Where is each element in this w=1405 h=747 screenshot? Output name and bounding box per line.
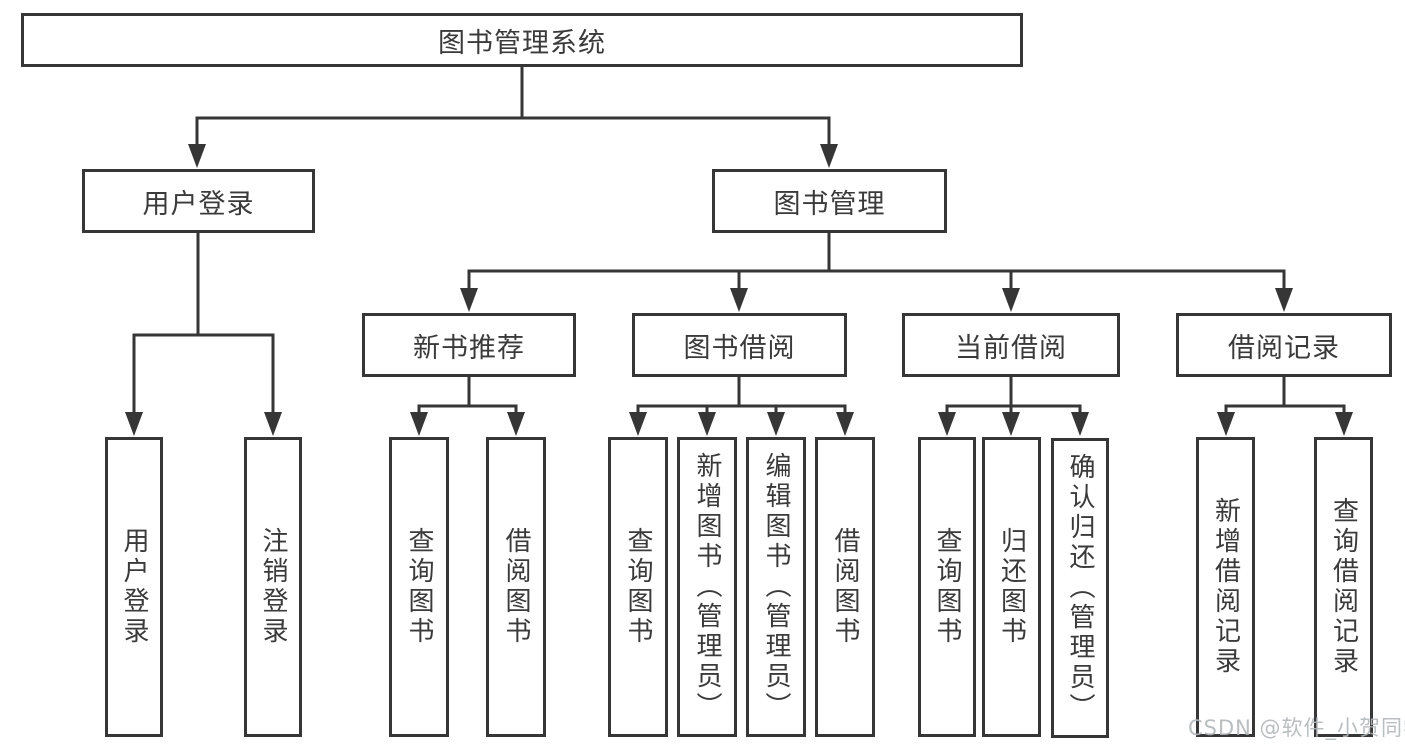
leaf-query-books-current: 查询图书 xyxy=(918,437,976,737)
leaf-edit-books-admin-label: 编辑图书（管理员） xyxy=(761,452,791,722)
node-borrowing-records-label: 借阅记录 xyxy=(1228,332,1340,364)
leaf-borrow-books-borrowing-label: 借阅图书 xyxy=(830,527,860,647)
leaf-return-books: 归还图书 xyxy=(982,437,1041,737)
leaf-query-borrow-record: 查询借阅记录 xyxy=(1314,437,1373,737)
csdn-watermark: CSDN @软件_小贺同学 xyxy=(1188,716,1405,740)
leaf-borrow-books-recommend: 借阅图书 xyxy=(486,437,546,737)
leaf-logout: 注销登录 xyxy=(244,437,302,737)
leaf-borrow-books-borrowing: 借阅图书 xyxy=(815,437,875,737)
node-user-login-label: 用户登录 xyxy=(142,188,255,220)
node-current-borrowing-label: 当前借阅 xyxy=(955,332,1067,364)
leaf-query-books-recommend-label: 查询图书 xyxy=(404,527,434,647)
leaf-query-borrow-record-label: 查询借阅记录 xyxy=(1328,497,1359,677)
node-book-borrowing-label: 图书借阅 xyxy=(683,332,796,364)
node-book-management: 图书管理 xyxy=(712,169,947,233)
leaf-user-login-label: 用户登录 xyxy=(119,527,149,647)
node-library-system-label: 图书管理系统 xyxy=(438,27,606,59)
node-book-management-label: 图书管理 xyxy=(773,188,886,220)
leaf-user-login: 用户登录 xyxy=(105,437,163,737)
leaf-query-books-borrowing: 查询图书 xyxy=(608,437,668,737)
node-new-book-recommend-label: 新书推荐 xyxy=(413,332,525,364)
node-borrowing-records: 借阅记录 xyxy=(1176,313,1392,377)
leaf-add-borrow-record-label: 新增借阅记录 xyxy=(1210,497,1241,677)
leaf-add-books-admin: 新增图书（管理员） xyxy=(677,437,737,737)
leaf-borrow-books-recommend-label: 借阅图书 xyxy=(501,527,531,647)
node-library-system: 图书管理系统 xyxy=(21,13,1023,67)
leaf-add-books-admin-label: 新增图书（管理员） xyxy=(692,452,722,722)
leaf-query-books-recommend: 查询图书 xyxy=(389,437,449,737)
leaf-query-books-current-label: 查询图书 xyxy=(932,527,962,647)
node-current-borrowing: 当前借阅 xyxy=(902,313,1120,377)
leaf-query-books-borrowing-label: 查询图书 xyxy=(623,527,653,647)
leaf-confirm-return-admin: 确认归还（管理员） xyxy=(1051,438,1109,738)
leaf-confirm-return-admin-label: 确认归还（管理员） xyxy=(1065,453,1095,723)
leaf-edit-books-admin: 编辑图书（管理员） xyxy=(746,437,806,737)
leaf-return-books-label: 归还图书 xyxy=(996,527,1027,647)
leaf-logout-label: 注销登录 xyxy=(258,527,288,647)
node-book-borrowing: 图书借阅 xyxy=(632,313,847,377)
leaf-add-borrow-record: 新增借阅记录 xyxy=(1196,437,1255,737)
node-new-book-recommend: 新书推荐 xyxy=(362,313,576,377)
node-user-login: 用户登录 xyxy=(82,169,315,233)
